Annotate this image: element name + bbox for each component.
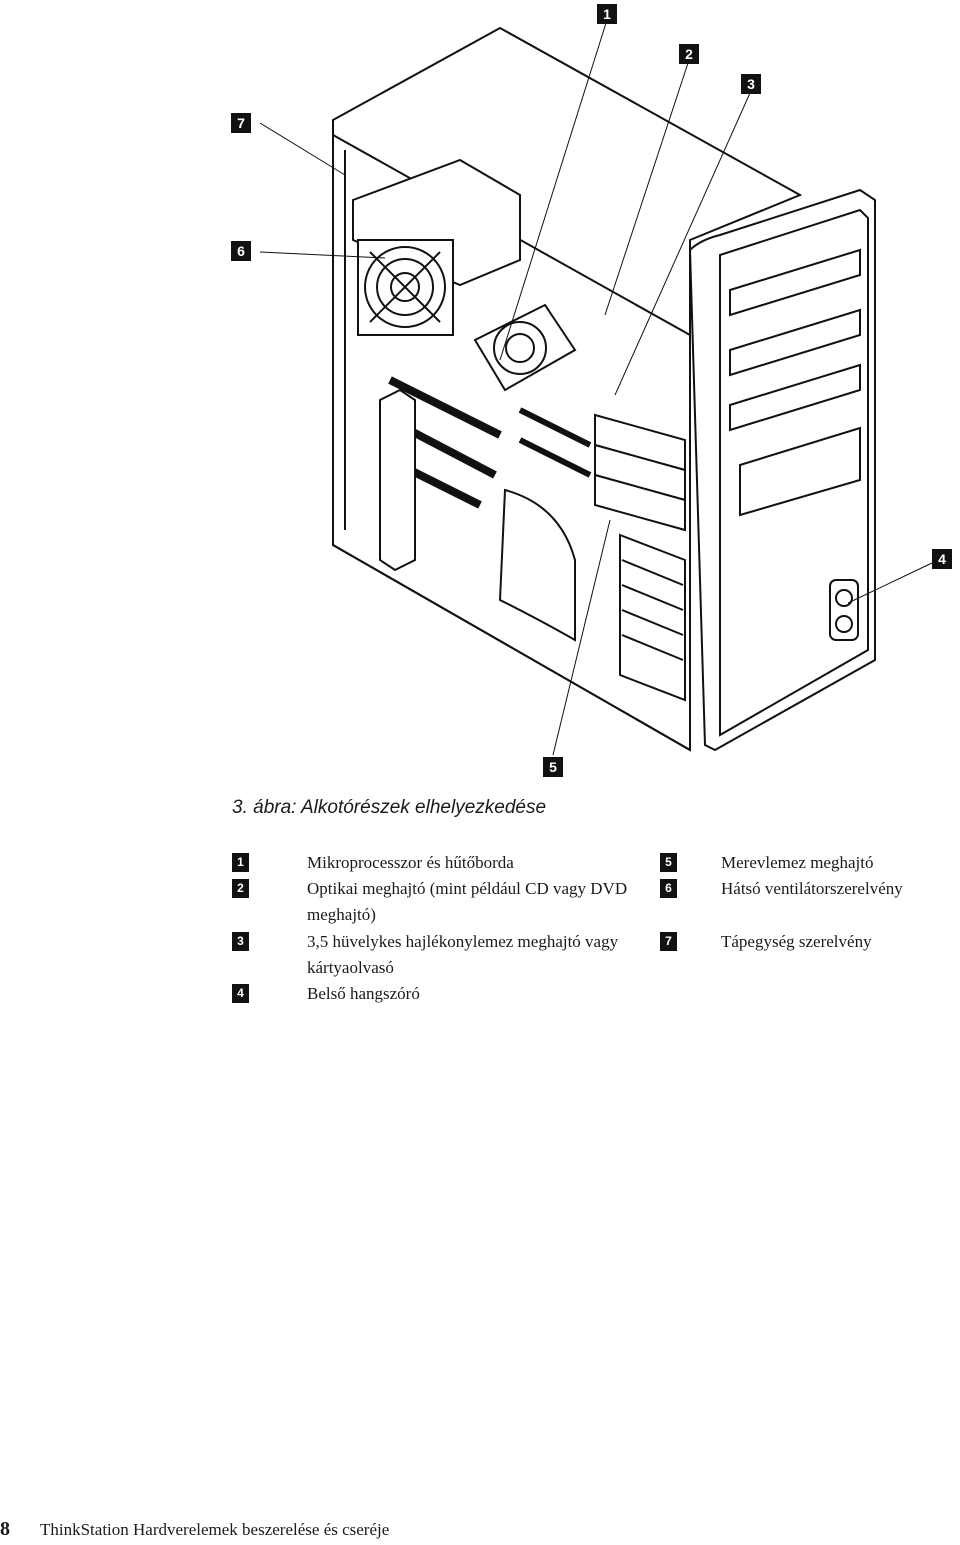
legend-text: Mikroprocesszor és hűtőborda: [307, 853, 514, 872]
legend-text: Tápegység szerelvény: [721, 932, 872, 951]
callout-3: 3: [741, 74, 761, 94]
legend-number: 4: [232, 984, 249, 1003]
book-title: ThinkStation Hardverelemek beszerelése é…: [40, 1520, 390, 1539]
figure-caption: 3. ábra: Alkotórészek elhelyezkedése: [232, 797, 547, 818]
legend-text: 3,5 hüvelykes hajlékonylemez meghajtó va…: [307, 932, 619, 977]
callout-7: 7: [231, 113, 251, 133]
callout-5: 5: [543, 757, 563, 777]
legend-text: Belső hangszóró: [307, 984, 420, 1003]
callout-1: 1: [597, 4, 617, 24]
legend-number: 2: [232, 879, 249, 898]
page-number: 8: [0, 1518, 10, 1540]
computer-components-figure: 1 2 3 4 5 6 7: [231, 4, 952, 777]
legend-number: 7: [660, 932, 677, 951]
legend-number: 5: [660, 853, 677, 872]
callout-2: 2: [679, 44, 699, 64]
legend-text: Merevlemez meghajtó: [721, 853, 874, 872]
callout-4: 4: [932, 549, 952, 569]
legend-number: 6: [660, 879, 677, 898]
legend-text: Optikai meghajtó (mint például CD vagy D…: [307, 879, 628, 924]
legend-text: Hátsó ventilátorszerelvény: [721, 879, 903, 898]
legend-number: 1: [232, 853, 249, 872]
legend-number: 3: [232, 932, 249, 951]
computer-case-illustration: [259, 22, 933, 756]
callout-6: 6: [231, 241, 251, 261]
